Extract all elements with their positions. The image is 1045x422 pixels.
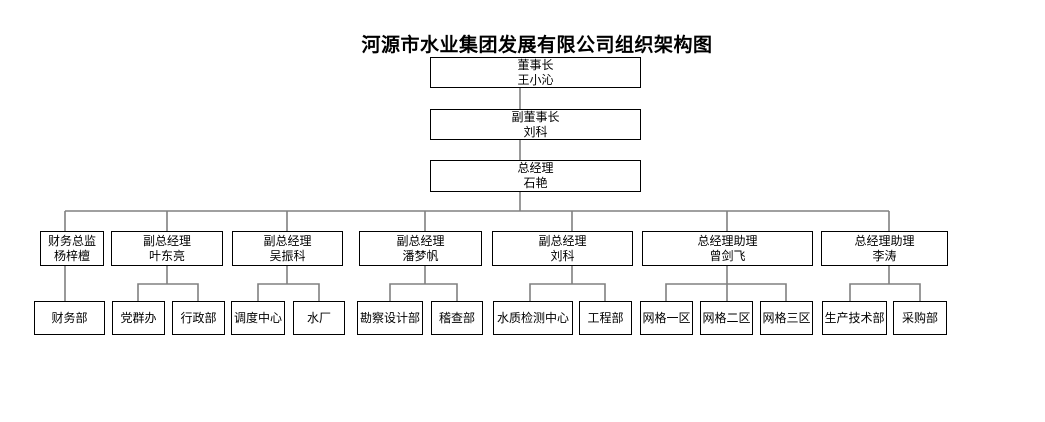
node-dept-dispatch-center: 调度中心 [231,301,285,335]
node-dept-engineering: 工程部 [579,301,632,335]
dept-label: 党群办 [120,310,157,325]
node-dept-procurement: 采购部 [893,301,947,335]
node-dept-production-tech: 生产技术部 [822,301,887,335]
node-role: 副总经理 [142,233,191,248]
node-dept-grid-zone-3: 网格三区 [760,301,813,335]
node-role: 副董事长 [511,109,560,124]
dept-label: 水厂 [306,310,331,325]
node-person-name: 叶东亮 [148,248,185,263]
node-person-name: 王小沁 [517,72,554,87]
node-deputy-gm-liu: 副总经理 刘科 [492,231,633,266]
node-person-name: 潘梦帆 [402,248,439,263]
node-dept-water-quality-center: 水质检测中心 [493,301,573,335]
department-connectors [64,266,921,301]
node-deputy-gm-pan: 副总经理 潘梦帆 [359,231,482,266]
dept-label: 网格二区 [702,310,751,325]
node-person-name: 刘科 [523,124,548,139]
dept-label: 工程部 [587,310,624,325]
node-role: 副总经理 [396,233,445,248]
dept-label: 生产技术部 [824,310,885,325]
node-finance-director: 财务总监 杨梓檀 [40,231,104,266]
node-person-name: 石艳 [523,176,548,190]
main-bus-connector [64,210,890,231]
dept-label: 财务部 [51,310,88,325]
node-dept-inspection: 稽查部 [431,301,483,335]
dept-label: 网格三区 [762,310,811,325]
node-dept-water-plant: 水厂 [293,301,345,335]
dept-label: 稽查部 [438,310,475,325]
node-person-name: 刘科 [550,248,575,263]
node-dept-grid-zone-1: 网格一区 [640,301,693,335]
node-dept-grid-zone-2: 网格二区 [700,301,753,335]
node-role: 总经理 [517,161,554,175]
node-role: 总经理助理 [854,233,915,248]
node-deputy-gm-ye: 副总经理 叶东亮 [111,231,223,266]
node-dept-finance: 财务部 [34,301,105,335]
node-role: 副总经理 [538,233,587,248]
node-general-manager: 总经理 石艳 [430,160,641,192]
node-deputy-gm-wu: 副总经理 吴振科 [232,231,343,266]
node-role: 董事长 [517,57,554,72]
dept-label: 网格一区 [642,310,691,325]
node-person-name: 李涛 [872,248,897,263]
dept-label: 水质检测中心 [496,310,569,325]
node-gm-assistant-zeng: 总经理助理 曾剑飞 [642,231,813,266]
node-dept-admin: 行政部 [172,301,225,335]
node-role: 财务总监 [47,233,96,248]
dept-label: 调度中心 [233,310,282,325]
dept-label: 采购部 [901,310,938,325]
chart-title: 河源市水业集团发展有限公司组织架构图 [361,34,713,56]
node-person-name: 杨梓檀 [53,248,90,263]
dept-label: 勘察设计部 [359,310,420,325]
node-person-name: 吴振科 [269,248,306,263]
node-person-name: 曾剑飞 [709,248,746,263]
node-dept-survey-design: 勘察设计部 [357,301,423,335]
node-vice-chairman: 副董事长 刘科 [430,109,641,140]
node-gm-assistant-li: 总经理助理 李涛 [821,231,948,266]
node-role: 副总经理 [263,233,312,248]
node-role: 总经理助理 [697,233,758,248]
node-chairman: 董事长 王小沁 [430,57,641,88]
node-dept-party-group: 党群办 [112,301,165,335]
dept-label: 行政部 [180,310,217,325]
